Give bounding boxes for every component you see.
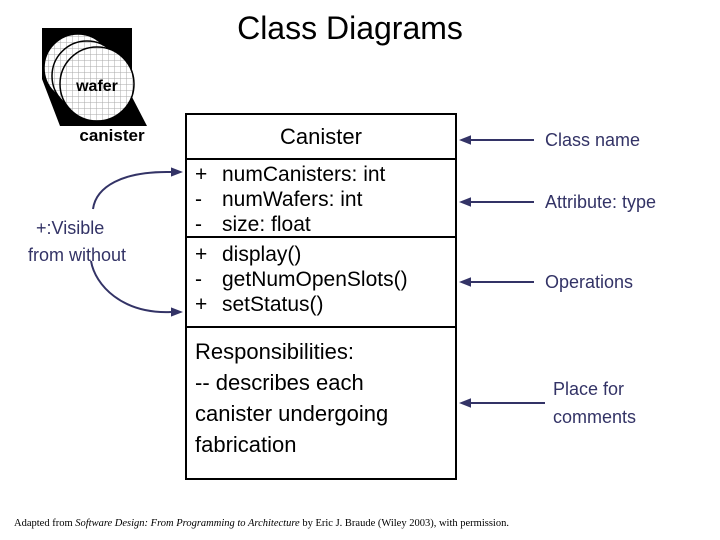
wafer-label: wafer xyxy=(75,78,118,95)
citation-prefix: Adapted from xyxy=(14,518,76,529)
arrow-operations xyxy=(459,277,534,287)
canister-label: canister xyxy=(79,126,145,145)
attribute-text: numCanisters: int xyxy=(222,163,386,186)
wafer-canister-logo-icon: wafer xyxy=(42,28,147,126)
class-name: Canister xyxy=(280,123,362,149)
responsibilities-line: -- describes each xyxy=(195,370,364,395)
arrow-attribute-type xyxy=(459,197,534,207)
operation-text: getNumOpenSlots() xyxy=(222,268,408,291)
responsibilities-compartment: Responsibilities: -- describes each cani… xyxy=(187,328,455,476)
citation-book-title: Software Design: From Programming to Arc… xyxy=(75,518,300,529)
arrow-visible-lower xyxy=(90,260,183,317)
citation: Adapted from Software Design: From Progr… xyxy=(14,518,574,529)
responsibilities-line: fabrication xyxy=(195,432,297,457)
visibility-symbol: + xyxy=(195,293,208,316)
arrow-class-name xyxy=(459,135,534,145)
operation-row: + setStatus() xyxy=(195,292,455,317)
comments-annotation-line1: Place for xyxy=(553,379,625,399)
visibility-symbol: + xyxy=(195,243,208,266)
responsibilities-line: canister undergoing xyxy=(195,401,389,426)
uml-class-box: Canister + numCanisters: int - numWafers… xyxy=(185,113,457,480)
operations-annotation: Operations xyxy=(545,272,634,292)
visibility-symbol: + xyxy=(195,163,208,186)
arrow-visible-upper xyxy=(92,167,183,210)
operation-row: - getNumOpenSlots() xyxy=(195,267,455,292)
visibility-note-line1: +:Visible xyxy=(36,218,105,238)
attribute-type-annotation: Attribute: type xyxy=(545,192,657,212)
citation-suffix: by Eric J. Braude (Wiley 2003), with per… xyxy=(299,518,509,529)
operation-text: display() xyxy=(222,243,302,266)
class-name-compartment: Canister xyxy=(187,115,455,160)
page-title: Class Diagrams xyxy=(237,10,463,46)
operations-compartment: + display() - getNumOpenSlots() + setSta… xyxy=(187,238,455,328)
class-name-annotation: Class name xyxy=(545,130,641,150)
comments-annotation-line2: comments xyxy=(553,407,637,427)
comments-annotation: Place for comments xyxy=(553,375,636,431)
attribute-text: size: float xyxy=(222,213,311,236)
attribute-row: - numWafers: int xyxy=(195,187,455,212)
visibility-note: +:Visible from without xyxy=(28,215,126,269)
responsibilities-line: Responsibilities: xyxy=(195,339,354,364)
visibility-symbol: - xyxy=(195,268,202,291)
attributes-compartment: + numCanisters: int - numWafers: int - s… xyxy=(187,160,455,238)
visibility-symbol: - xyxy=(195,213,202,236)
attribute-text: numWafers: int xyxy=(222,188,363,211)
visibility-symbol: - xyxy=(195,188,202,211)
attribute-row: - size: float xyxy=(195,212,455,237)
wafer-front-circle xyxy=(59,46,135,122)
operation-row: + display() xyxy=(195,242,455,267)
arrow-place-for-comments xyxy=(459,398,545,408)
attribute-row: + numCanisters: int xyxy=(195,162,455,187)
visibility-note-line2: from without xyxy=(28,245,127,265)
operation-text: setStatus() xyxy=(222,293,324,316)
